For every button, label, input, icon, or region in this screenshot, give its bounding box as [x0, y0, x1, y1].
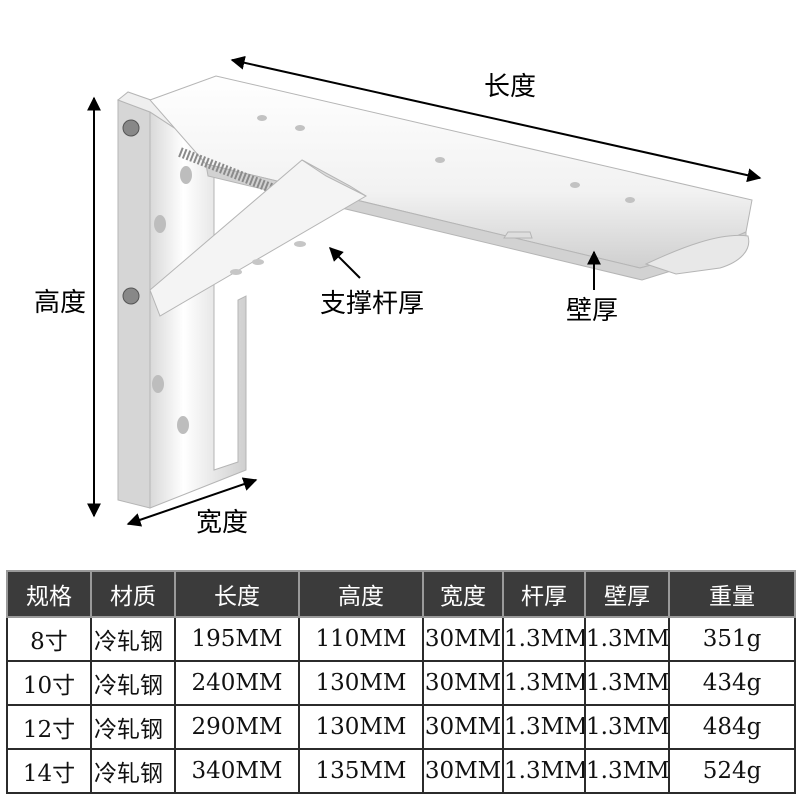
cell-brace-thickness: 1.3MM: [502, 748, 586, 794]
cell-weight: 351g: [668, 616, 796, 662]
cell-spec: 8寸: [6, 616, 92, 662]
header-width: 宽度: [422, 570, 504, 618]
wall-thickness-label: 壁厚: [566, 296, 619, 326]
cell-spec: 12寸: [6, 704, 92, 750]
mount-hole: [177, 416, 189, 434]
length-label: 长度: [484, 72, 537, 102]
header-length: 长度: [174, 570, 300, 618]
cell-spec: 14寸: [6, 748, 92, 794]
header-material: 材质: [90, 570, 176, 618]
spec-table: 规格 材质 长度 高度 宽度 杆厚 壁厚 重量 8寸 冷轧钢 195MM 110…: [6, 570, 796, 794]
rivet: [122, 119, 140, 137]
cell-material: 冷轧钢: [90, 748, 176, 794]
table-header-row: 规格 材质 长度 高度 宽度 杆厚 壁厚 重量: [6, 570, 796, 618]
cell-length: 340MM: [174, 748, 300, 794]
cell-wall-thickness: 1.3MM: [584, 660, 670, 706]
cell-wall-thickness: 1.3MM: [584, 748, 670, 794]
cell-height: 130MM: [298, 704, 424, 750]
cell-material: 冷轧钢: [90, 616, 176, 662]
cell-width: 30MM: [422, 704, 504, 750]
header-weight: 重量: [668, 570, 796, 618]
cell-weight: 434g: [668, 660, 796, 706]
cell-brace-thickness: 1.3MM: [502, 660, 586, 706]
cell-length: 290MM: [174, 704, 300, 750]
length-arrow: [230, 55, 762, 183]
header-wall-thickness: 壁厚: [584, 570, 670, 618]
table-row: 14寸 冷轧钢 340MM 135MM 30MM 1.3MM 1.3MM 524…: [6, 748, 796, 794]
cell-width: 30MM: [422, 748, 504, 794]
cell-brace-thickness: 1.3MM: [502, 704, 586, 750]
bracket-illustration: [87, 55, 762, 527]
header-brace-thickness: 杆厚: [502, 570, 586, 618]
cell-height: 130MM: [298, 660, 424, 706]
cell-wall-thickness: 1.3MM: [584, 704, 670, 750]
cell-spec: 10寸: [6, 660, 92, 706]
spring: [178, 147, 278, 195]
mount-hole: [152, 375, 164, 393]
cell-material: 冷轧钢: [90, 660, 176, 706]
cell-height: 110MM: [298, 616, 424, 662]
table-row: 10寸 冷轧钢 240MM 130MM 30MM 1.3MM 1.3MM 434…: [6, 660, 796, 706]
header-spec: 规格: [6, 570, 92, 618]
vertical-plate: [117, 91, 247, 509]
cell-material: 冷轧钢: [90, 704, 176, 750]
mount-hole: [154, 215, 166, 233]
bracket-diagram: 长度 高度 宽度 支撑杆厚 壁厚: [34, 55, 762, 538]
cell-length: 195MM: [174, 616, 300, 662]
cell-width: 30MM: [422, 616, 504, 662]
table-row: 12寸 冷轧钢 290MM 130MM 30MM 1.3MM 1.3MM 484…: [6, 704, 796, 750]
header-height: 高度: [298, 570, 424, 618]
cell-wall-thickness: 1.3MM: [584, 616, 670, 662]
cell-width: 30MM: [422, 660, 504, 706]
mount-hole: [180, 166, 192, 184]
cell-height: 135MM: [298, 748, 424, 794]
cell-brace-thickness: 1.3MM: [502, 616, 586, 662]
width-label: 宽度: [196, 508, 249, 538]
cell-weight: 484g: [668, 704, 796, 750]
width-arrow: [126, 477, 258, 527]
brace-thickness-label: 支撑杆厚: [320, 289, 425, 319]
cell-length: 240MM: [174, 660, 300, 706]
table-row: 8寸 冷轧钢 195MM 110MM 30MM 1.3MM 1.3MM 351g: [6, 616, 796, 662]
height-label: 高度: [34, 288, 87, 318]
rivet: [122, 287, 140, 305]
brace-pointer-arrow: [329, 247, 361, 279]
cell-weight: 524g: [668, 748, 796, 794]
